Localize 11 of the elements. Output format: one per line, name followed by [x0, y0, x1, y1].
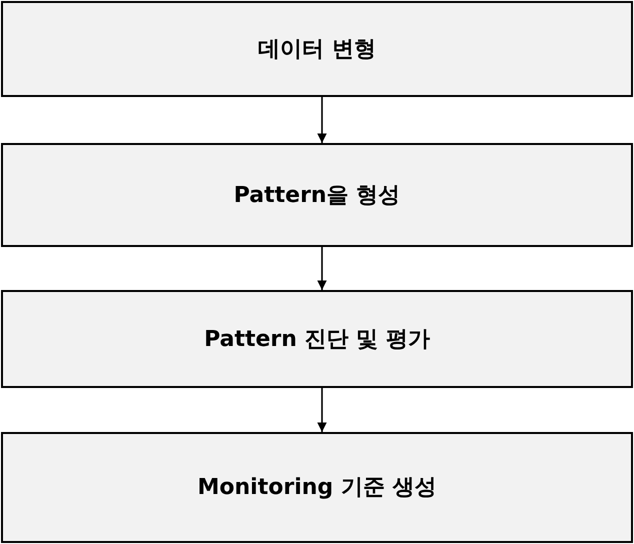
- arrow: [317, 247, 327, 290]
- process-box: [1, 143, 633, 247]
- process-box: [1, 432, 633, 543]
- arrow: [317, 388, 327, 432]
- box-label: Pattern 진단 및 평가: [204, 326, 430, 354]
- process-box: [1, 290, 633, 388]
- box-label: 데이터 변형: [258, 36, 376, 64]
- box-label: Monitoring 기준 생성: [198, 474, 436, 502]
- process-box: [1, 1, 633, 97]
- box-label: Pattern을 형성: [234, 182, 400, 210]
- arrow: [317, 97, 327, 143]
